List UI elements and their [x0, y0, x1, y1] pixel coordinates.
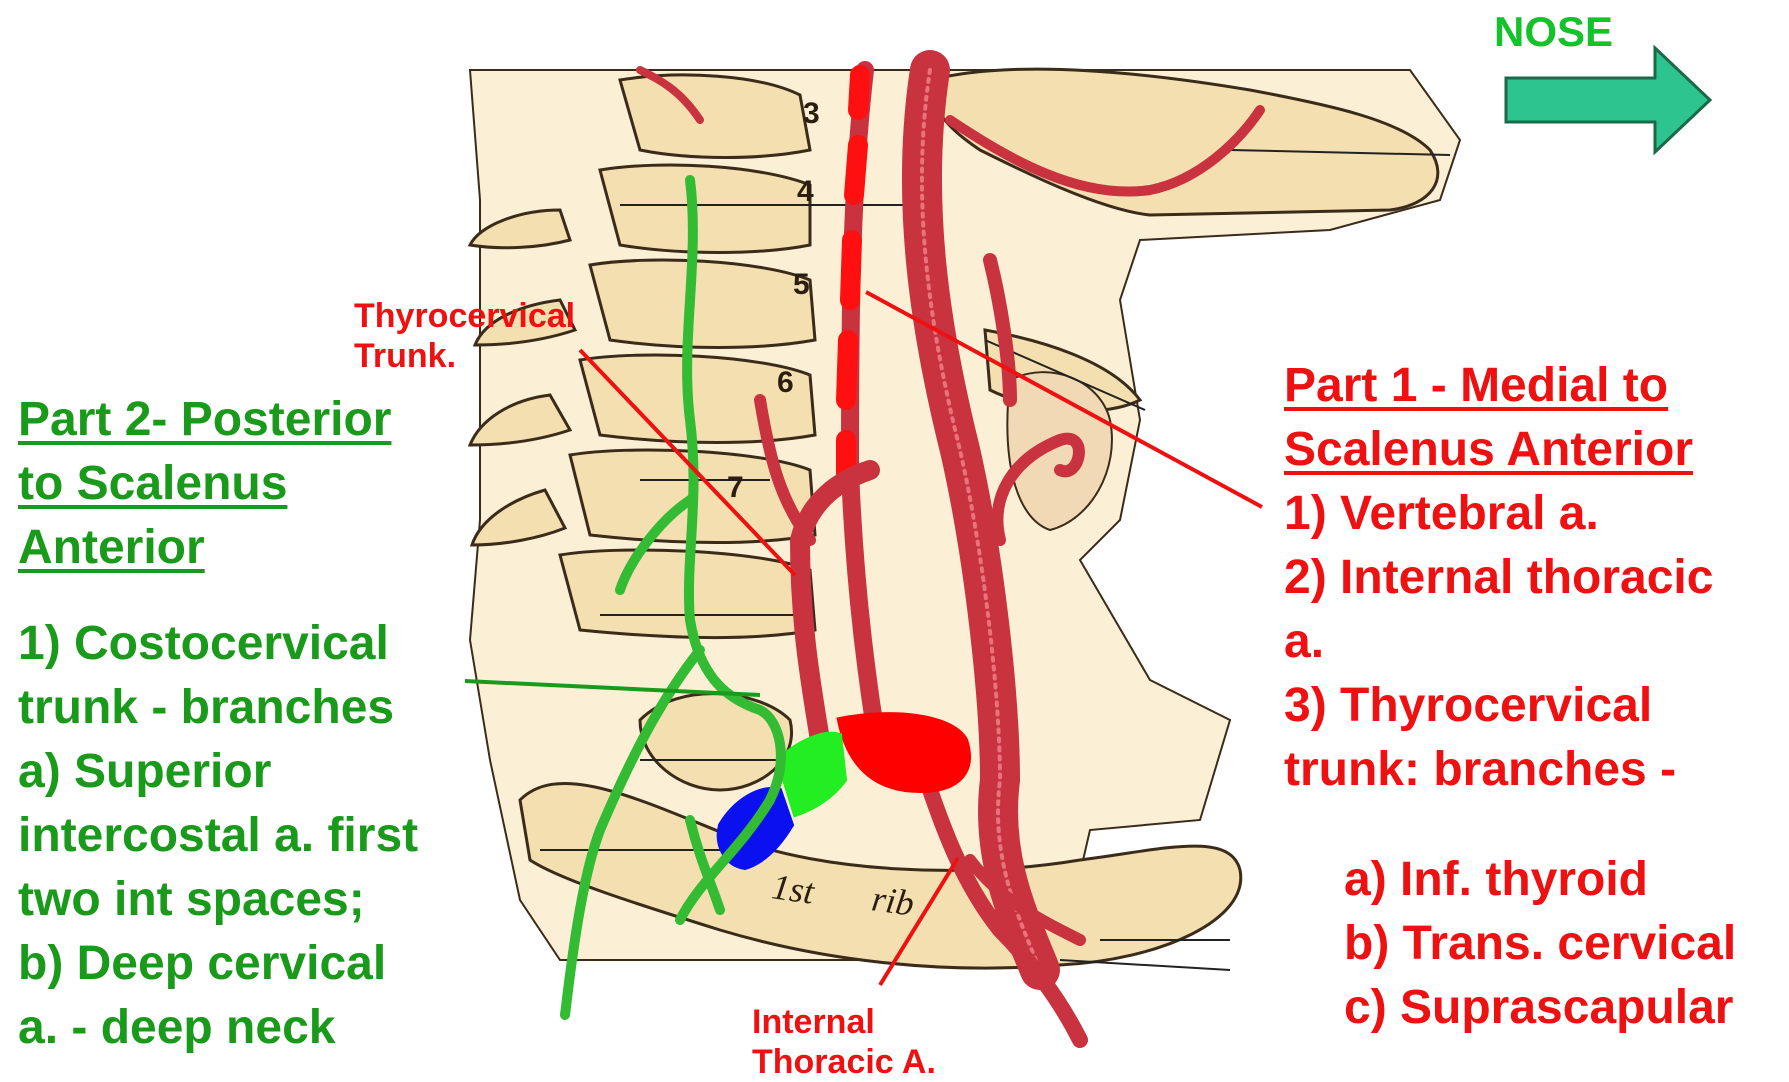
- part2-line-4: intercostal a. first: [18, 804, 418, 868]
- rib-label-rib: rib: [869, 877, 916, 924]
- part2-line-3: a) Superior: [18, 740, 418, 804]
- part1-heading: Part 1 - Medial to Scalenus Anterior: [1284, 354, 1693, 482]
- part2-line-7: a. - deep neck: [18, 996, 418, 1060]
- nose-direction-arrow: [1506, 48, 1710, 152]
- part1-line-4: 3) Thyrocervical: [1284, 674, 1713, 738]
- part2-heading-line2: to Scalenus: [18, 452, 391, 516]
- internal-thoracic-callout: Internal Thoracic A.: [752, 1002, 936, 1082]
- part2-branch-list: 1) Costocervical trunk - branches a) Sup…: [18, 612, 418, 1060]
- nose-label: NOSE: [1494, 8, 1613, 56]
- part2-line-1: 1) Costocervical: [18, 612, 418, 676]
- vertebra-label-3: 3: [803, 97, 820, 131]
- thyrocervical-callout-line2: Trunk.: [354, 336, 575, 376]
- sub-branch-a: a) Inf. thyroid: [1344, 848, 1736, 912]
- part1-line-3: a.: [1284, 610, 1713, 674]
- thyrocervical-callout-line1: Thyrocervical: [354, 296, 575, 336]
- sub-branch-c: c) Suprascapular: [1344, 976, 1736, 1040]
- part2-heading-line3: Anterior: [18, 516, 391, 580]
- vertebra-label-7: 7: [727, 471, 744, 505]
- part1-line-1: 1) Vertebral a.: [1284, 482, 1713, 546]
- internal-thoracic-callout-line1: Internal: [752, 1002, 936, 1042]
- vertebra-label-5: 5: [793, 268, 810, 302]
- vertebra-label-6: 6: [777, 366, 794, 400]
- part1-line-2: 2) Internal thoracic: [1284, 546, 1713, 610]
- thyrocervical-sub-branches: a) Inf. thyroid b) Trans. cervical c) Su…: [1344, 848, 1736, 1040]
- part1-line-5: trunk: branches -: [1284, 738, 1713, 802]
- rib-label-1st: 1st: [769, 865, 816, 912]
- sub-branch-b: b) Trans. cervical: [1344, 912, 1736, 976]
- internal-thoracic-callout-line2: Thoracic A.: [752, 1042, 936, 1082]
- vertebra-label-4: 4: [797, 175, 814, 209]
- part2-heading: Part 2- Posterior to Scalenus Anterior: [18, 388, 391, 580]
- thyrocervical-callout: Thyrocervical Trunk.: [354, 296, 575, 376]
- part2-heading-line1: Part 2- Posterior: [18, 388, 391, 452]
- part2-line-2: trunk - branches: [18, 676, 418, 740]
- part1-branch-list: 1) Vertebral a. 2) Internal thoracic a. …: [1284, 482, 1713, 802]
- part2-line-6: b) Deep cervical: [18, 932, 418, 996]
- part1-heading-line1: Part 1 - Medial to: [1284, 354, 1693, 418]
- part1-heading-line2: Scalenus Anterior: [1284, 418, 1693, 482]
- part2-line-5: two int spaces;: [18, 868, 418, 932]
